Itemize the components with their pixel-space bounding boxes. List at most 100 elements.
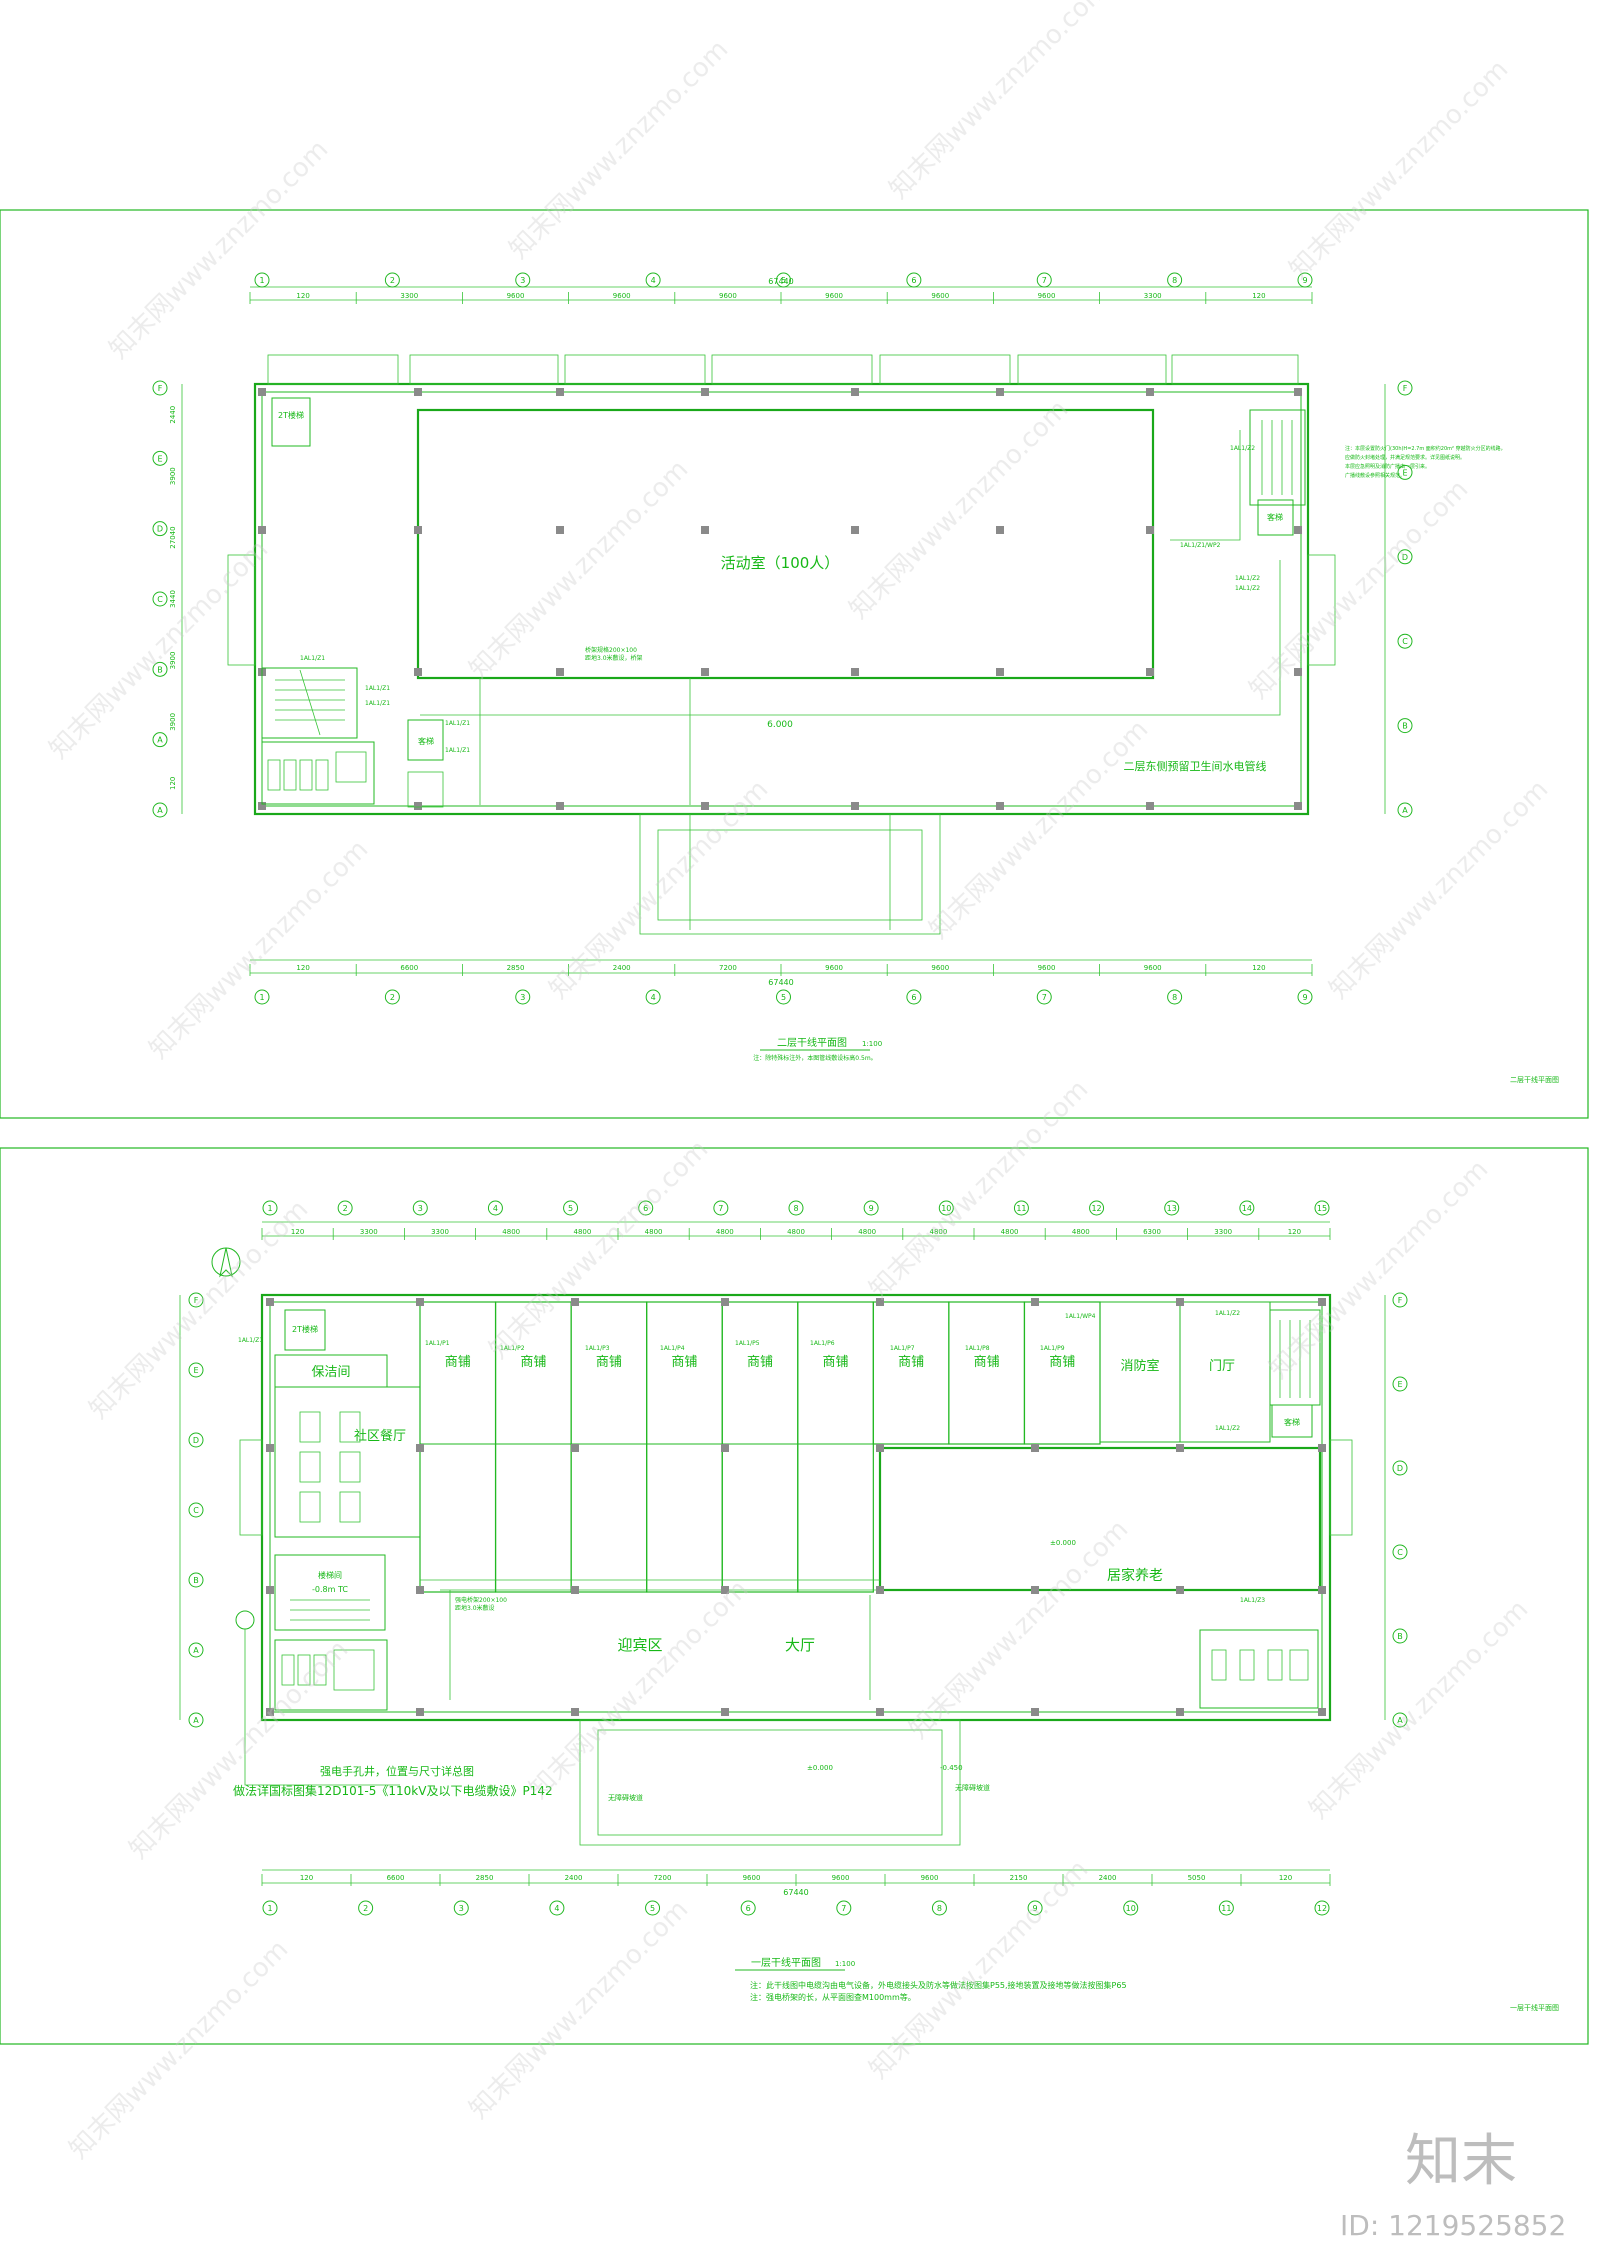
grid-bubble-label: 13	[1167, 1204, 1177, 1213]
grid-bubble: C	[1397, 633, 1413, 649]
dimension-value: 2850	[507, 964, 525, 972]
grid-bubble: D	[188, 1432, 204, 1448]
dimension-value: 120	[1288, 1228, 1301, 1236]
right-note-line: 广播线敷设参照相关规范。	[1345, 472, 1405, 479]
grid-bubble-label: 2	[343, 1204, 348, 1213]
watermark-text: 知末网www.znzmo.com	[844, 394, 1075, 625]
elevator-left	[407, 719, 444, 761]
grid-bubble-label: 6	[911, 993, 916, 1002]
column	[721, 1298, 729, 1306]
grid-bubble-label: D	[1402, 553, 1408, 562]
grid-bubble-label: 12	[1091, 1204, 1101, 1213]
grid-bubble-label: A	[193, 1716, 199, 1725]
side-dimension-value: 3900	[169, 652, 177, 670]
grid-bubble-label: 7	[718, 1204, 723, 1213]
grid-bubble-label: 1	[267, 1904, 272, 1913]
grid-bubble: 5	[776, 272, 791, 288]
column	[1146, 802, 1154, 810]
shop-unit	[797, 1301, 874, 1593]
grid-bubble: 3	[515, 989, 531, 1005]
grid-bubble-label: 1	[259, 276, 264, 285]
dimension-value: 2150	[1010, 1874, 1028, 1882]
grid-bubble: A	[152, 802, 168, 818]
column	[1031, 1586, 1039, 1594]
grid-bubble: B	[1392, 1628, 1408, 1644]
column	[1294, 526, 1302, 534]
toilet-bottom-left	[274, 1639, 388, 1711]
grid-bubble: B	[152, 661, 168, 677]
watermark-text: 知末网www.znzmo.com	[44, 534, 275, 765]
dimension-value: 2850	[476, 1874, 494, 1882]
column	[266, 1444, 274, 1452]
svg-text:±0.000: ±0.000	[807, 1764, 833, 1772]
dimension-value: 120	[1279, 1874, 1292, 1882]
columns	[266, 1298, 1326, 1716]
grid-bubble: 1	[254, 272, 270, 288]
note-line-1: 注：此干线图中电缆沟由电气设备，外电缆接头及防水等做法按图集P55,接地装置及接…	[750, 1980, 1127, 1990]
grid-bubble-label: C	[193, 1506, 199, 1515]
grid-bubble: 2	[384, 272, 400, 288]
dimension-value: 4800	[645, 1228, 663, 1236]
hand-hole-callout-2: 做法详国标图集12D101-5《110kV及以下电缆敷设》P142	[233, 1783, 553, 1798]
column	[1318, 1298, 1326, 1306]
circuit-label: 1AL1/WP4	[1065, 1313, 1096, 1320]
grid-bubble: 3	[412, 1200, 428, 1216]
circuit-label: 1AL1/P7	[890, 1345, 915, 1352]
dimension-value: 120	[296, 964, 309, 972]
grid-bubble: 6	[906, 989, 922, 1005]
grid-bubble-label: 7	[1042, 276, 1047, 285]
grid-bubble: 7	[1036, 272, 1052, 288]
grid-bubble: 9	[1297, 272, 1313, 288]
grid-bubble: 5	[776, 989, 791, 1005]
inner-wall	[261, 391, 1302, 807]
elevator-right	[1271, 1404, 1313, 1438]
column	[571, 1708, 579, 1716]
dimension-value: 120	[1252, 964, 1265, 972]
column	[266, 1298, 274, 1306]
circuit-label: 1AL1/Z2	[1235, 585, 1260, 592]
grid-bubble-label: 9	[1033, 1904, 1038, 1913]
grid-bubble-label: F	[158, 384, 163, 393]
grid-bubble-label: E	[193, 1366, 198, 1375]
grid-bubble: D	[1397, 549, 1413, 565]
grid-bubble-label: 12	[1317, 1904, 1327, 1913]
circuit-label: 1AL1/P5	[735, 1340, 760, 1347]
circuit-label: 1AL1/Z3	[1240, 1597, 1265, 1604]
grid-bubble-label: 4	[651, 993, 656, 1002]
svg-text:67440: 67440	[783, 1888, 808, 1897]
grid-bubble-label: 11	[1221, 1904, 1231, 1913]
circuit-label: 1AL1/Z1	[238, 1337, 263, 1344]
grid-bubble-label: A	[1402, 806, 1408, 815]
columns	[258, 388, 1302, 810]
column	[1294, 802, 1302, 810]
dimension-value: 9600	[832, 1874, 850, 1882]
shop-unit	[948, 1301, 1026, 1445]
svg-text:±0.000: ±0.000	[1050, 1539, 1076, 1547]
grid-bubble: E	[188, 1362, 204, 1378]
circuit-label: 1AL1/P3	[585, 1345, 610, 1352]
dimension-value: 4800	[716, 1228, 734, 1236]
watermark-text: 知末网www.znzmo.com	[144, 834, 375, 1065]
right-notes: 注：本层设置防火门(30h)H=2.7m 面积约20m² 穿越防火分区的线路，应…	[1345, 445, 1506, 479]
svg-text:二层干线平面图: 二层干线平面图	[1510, 1075, 1559, 1084]
column	[1318, 1708, 1326, 1716]
grid-bubble-label: D	[157, 525, 163, 534]
grid-bubble-label: 15	[1317, 1204, 1327, 1213]
grid-bubble-label: 14	[1242, 1204, 1252, 1213]
dimension-value: 3300	[360, 1228, 378, 1236]
column	[1318, 1586, 1326, 1594]
svg-text:客梯: 客梯	[1267, 512, 1283, 522]
column	[556, 668, 564, 676]
column	[876, 1298, 884, 1306]
side-dimension-value: 3440	[169, 590, 177, 608]
svg-text:67440: 67440	[768, 978, 793, 987]
circuit-label: 1AL1/P8	[965, 1345, 990, 1352]
grid-bubble-label: 4	[554, 1904, 559, 1913]
column	[721, 1586, 729, 1594]
column	[414, 668, 422, 676]
grid-bubble-label: 5	[568, 1204, 573, 1213]
